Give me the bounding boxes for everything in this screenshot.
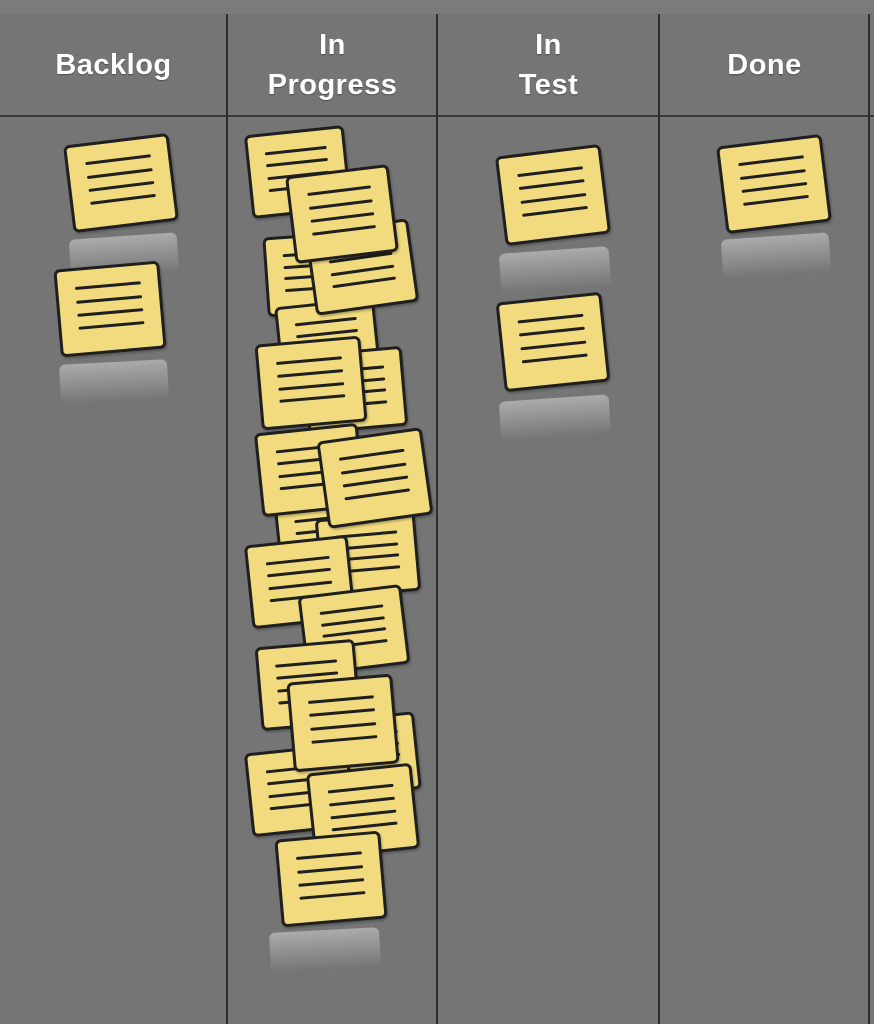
note-text-line — [322, 627, 387, 639]
note-text-line — [294, 316, 357, 327]
note-text-line — [517, 165, 584, 177]
note-text-line — [265, 555, 331, 566]
column-title-line-2: Progress — [267, 68, 398, 101]
column-divider — [658, 14, 660, 1024]
note-text-line — [299, 890, 366, 900]
column-header-backlog: Backlog — [0, 14, 227, 115]
note-text-line — [330, 264, 395, 277]
card-reflection — [269, 927, 381, 973]
sticky-note-card-in-test[interactable] — [494, 143, 612, 247]
note-text-line — [329, 796, 395, 807]
note-text-line — [267, 580, 333, 590]
note-text-line — [298, 877, 365, 887]
column-divider — [436, 14, 438, 1024]
note-text-line — [277, 368, 344, 378]
note-text-line — [739, 168, 806, 180]
column-title-line-1: Done — [727, 48, 802, 81]
note-text-line — [279, 394, 346, 404]
sticky-note-card-in-progress[interactable] — [316, 427, 434, 529]
note-text-line — [342, 475, 409, 488]
note-text-line — [738, 155, 805, 167]
note-text-line — [521, 353, 588, 364]
note-text-line — [276, 356, 343, 365]
sticky-note-card-in-progress[interactable] — [254, 335, 368, 431]
note-text-line — [743, 194, 809, 206]
column-divider — [868, 14, 870, 1024]
note-text-line — [331, 821, 398, 832]
card-reflection — [498, 394, 612, 442]
note-text-line — [297, 864, 364, 874]
column-title-line-1: In — [535, 28, 562, 61]
note-text-line — [517, 313, 584, 324]
note-text-line — [309, 708, 376, 718]
note-text-line — [518, 179, 585, 191]
column-header-in-test: In Test — [438, 14, 659, 115]
note-text-line — [88, 180, 155, 192]
note-text-line — [340, 462, 407, 475]
card-reflection — [720, 232, 832, 280]
note-text-line — [278, 381, 345, 391]
note-text-line — [86, 167, 153, 179]
sticky-note-card-in-progress[interactable] — [285, 163, 399, 265]
note-text-line — [85, 154, 152, 166]
board-top-strip — [0, 0, 874, 14]
note-text-line — [74, 281, 141, 291]
note-text-line — [344, 488, 411, 501]
card-reflection — [59, 359, 169, 405]
note-text-line — [319, 604, 384, 615]
note-text-line — [310, 721, 377, 731]
column-header-done: Done — [660, 14, 869, 115]
sticky-note-card-backlog[interactable] — [53, 260, 167, 358]
note-text-line — [264, 145, 327, 155]
note-text-line — [311, 224, 377, 236]
note-text-line — [330, 809, 397, 820]
note-text-line — [265, 157, 329, 168]
note-text-line — [275, 658, 338, 668]
note-text-line — [320, 615, 386, 627]
note-text-line — [306, 185, 372, 197]
note-text-line — [522, 205, 588, 217]
column-title-line-2: Test — [518, 68, 579, 101]
sticky-note-card-in-progress[interactable] — [274, 830, 388, 928]
note-text-line — [77, 307, 144, 317]
note-text-line — [310, 211, 375, 223]
note-text-line — [520, 340, 587, 351]
note-text-line — [308, 198, 374, 210]
column-header-in-progress: In Progress — [228, 14, 437, 115]
note-text-line — [741, 181, 808, 193]
card-reflection — [498, 246, 612, 294]
note-text-line — [78, 320, 145, 330]
note-text-line — [311, 735, 378, 744]
note-text-line — [327, 783, 394, 794]
note-text-line — [518, 326, 585, 337]
note-text-line — [331, 276, 397, 289]
column-title-line-1: In — [319, 28, 346, 61]
sticky-note-card-in-progress[interactable] — [286, 673, 400, 773]
column-divider — [226, 14, 228, 1024]
note-text-line — [295, 851, 362, 861]
note-text-line — [76, 294, 143, 304]
column-title-line-1: Backlog — [55, 48, 172, 81]
note-text-line — [338, 449, 405, 462]
note-text-line — [307, 695, 374, 704]
note-text-line — [520, 192, 587, 204]
sticky-note-card-done[interactable] — [716, 133, 832, 235]
sticky-note-card-in-test[interactable] — [495, 291, 611, 393]
note-text-line — [90, 193, 156, 205]
sticky-note-card-backlog[interactable] — [63, 132, 179, 234]
note-text-line — [266, 567, 332, 578]
